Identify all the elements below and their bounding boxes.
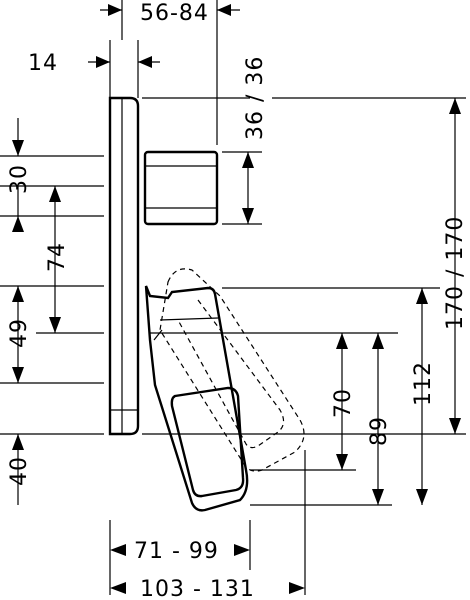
dim-spout-89 [372,333,384,505]
label-36-36: 36 / 36 [243,56,268,140]
dim-overall-170 [449,98,461,434]
label-14: 14 [28,51,58,76]
label-170-170: 170 / 170 [443,216,468,330]
diverter-knob [143,150,219,226]
dim-spout-70 [336,333,348,470]
label-70: 70 [331,388,356,418]
spout-lever [144,285,249,512]
dim-proj-103-131 [110,582,305,594]
label-56-84: 56-84 [140,1,209,26]
label-40: 40 [7,456,32,486]
label-112: 112 [411,361,436,406]
label-49: 49 [7,318,32,348]
dim-proj-71-99 [110,544,250,556]
label-103-131: 103 - 131 [140,577,255,600]
wall-plate [108,96,140,436]
dim-left-30 [12,118,24,232]
dim-left-49 [12,286,24,383]
dim-spout-112 [416,288,428,505]
dim-thickness-14 [88,56,160,68]
dim-left-74 [49,186,61,333]
label-89: 89 [367,416,392,446]
label-30: 30 [7,164,32,194]
label-71-99: 71 - 99 [134,539,219,564]
dim-left-40 [12,434,24,505]
label-74: 74 [45,242,70,272]
dim-knob-36 [242,152,254,224]
lever-handle-ghost [159,268,305,472]
dim-top-56-84 [100,4,240,16]
